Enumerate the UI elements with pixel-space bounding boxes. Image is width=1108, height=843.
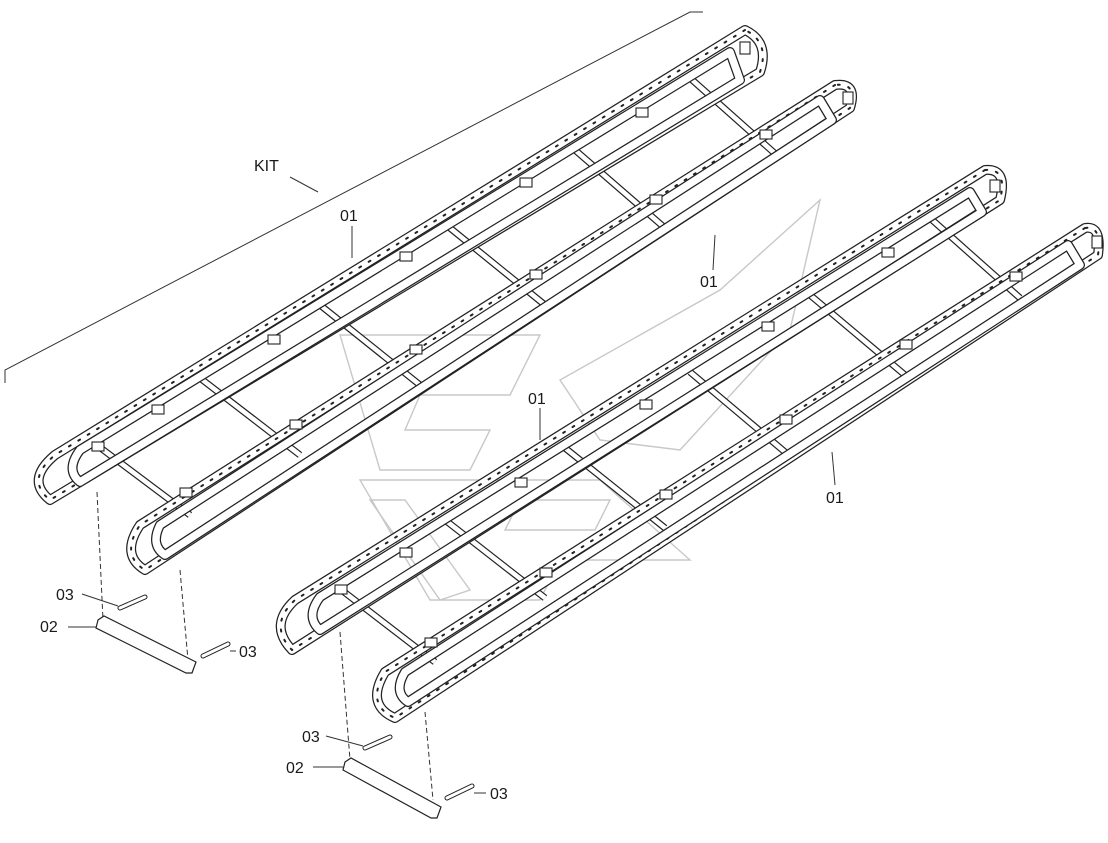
chain-conveyor-upper-left <box>33 25 858 575</box>
attachment-tabs <box>334 179 1103 648</box>
exploded-parts-right <box>313 631 486 819</box>
kit-leader <box>289 176 319 193</box>
chain-conveyor-lower-right <box>275 164 1104 723</box>
leader-01-b <box>712 234 716 271</box>
kit-bracket-line <box>4 11 703 383</box>
leader-01-d <box>831 451 836 486</box>
part-03-label: 03 <box>490 786 508 803</box>
exploded-parts-left <box>68 491 236 674</box>
part-03-label: 03 <box>239 644 257 661</box>
part-03-label: 03 <box>302 729 320 746</box>
part-01-label: 01 <box>340 208 358 225</box>
part-02-label: 02 <box>40 619 58 636</box>
kit-label: KIT <box>254 158 279 175</box>
part-01-label: 01 <box>826 490 844 507</box>
part-02-label: 02 <box>286 760 304 777</box>
part-01-label: 01 <box>528 391 546 408</box>
part-03-label: 03 <box>56 587 74 604</box>
part-01-label: 01 <box>700 274 718 291</box>
crossbars <box>332 215 1023 665</box>
attachment-tabs <box>91 41 854 498</box>
